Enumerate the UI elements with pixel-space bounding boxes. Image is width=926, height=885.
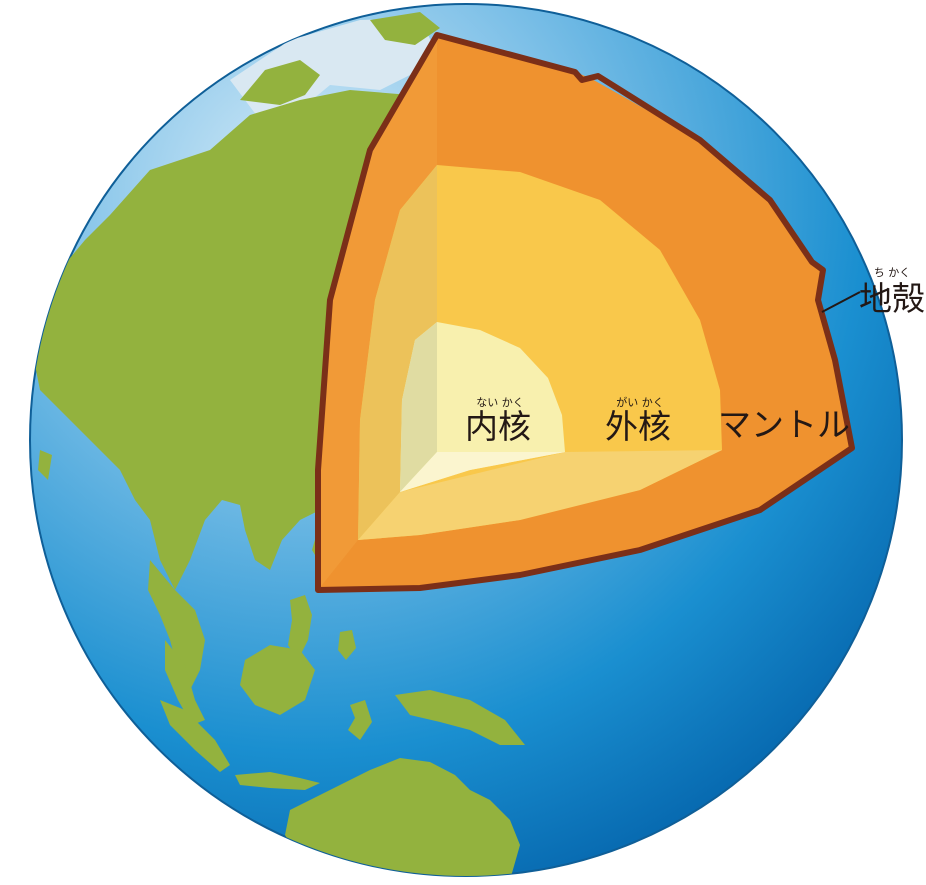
inner-core-bottom-face [400, 452, 565, 492]
mantle-cut-face [318, 35, 437, 590]
outer-core-label: がい かく 外核 [605, 395, 671, 446]
mantle-text: マントル [718, 405, 850, 444]
outer-core-ruby: がい かく [616, 395, 664, 409]
inner-core [400, 322, 565, 492]
outer-core-bottom-face [358, 450, 722, 540]
indochina [148, 560, 205, 690]
mantle-label: マントル [718, 405, 850, 444]
java [235, 772, 320, 790]
inner-core-ruby: ない かく [476, 396, 524, 409]
sumatra [160, 700, 230, 772]
inner-core-label: ない かく 内核 [465, 396, 531, 446]
crust-label: ち かく 地殻 [859, 266, 925, 318]
philippines-south [338, 630, 356, 660]
philippines [288, 595, 312, 660]
inner-core-text: 内核 [465, 407, 531, 446]
crust-outline [315, 32, 855, 593]
inner-core-left-face [400, 322, 437, 492]
crust-ruby: ち かく [874, 266, 911, 279]
crust-leader-line [821, 291, 861, 313]
outer-core-text: 外核 [605, 407, 671, 446]
arctic-island [370, 12, 440, 45]
outer-core-left-face [358, 165, 437, 540]
asia-landmass [30, 90, 410, 590]
sulawesi [348, 700, 372, 740]
korea-island [260, 505, 276, 540]
west-islands [38, 450, 52, 480]
crust-text: 地殻 [859, 279, 925, 318]
new-guinea [395, 690, 525, 745]
borneo [240, 645, 315, 715]
malay-peninsula [165, 640, 205, 725]
north-peninsula [240, 60, 320, 105]
